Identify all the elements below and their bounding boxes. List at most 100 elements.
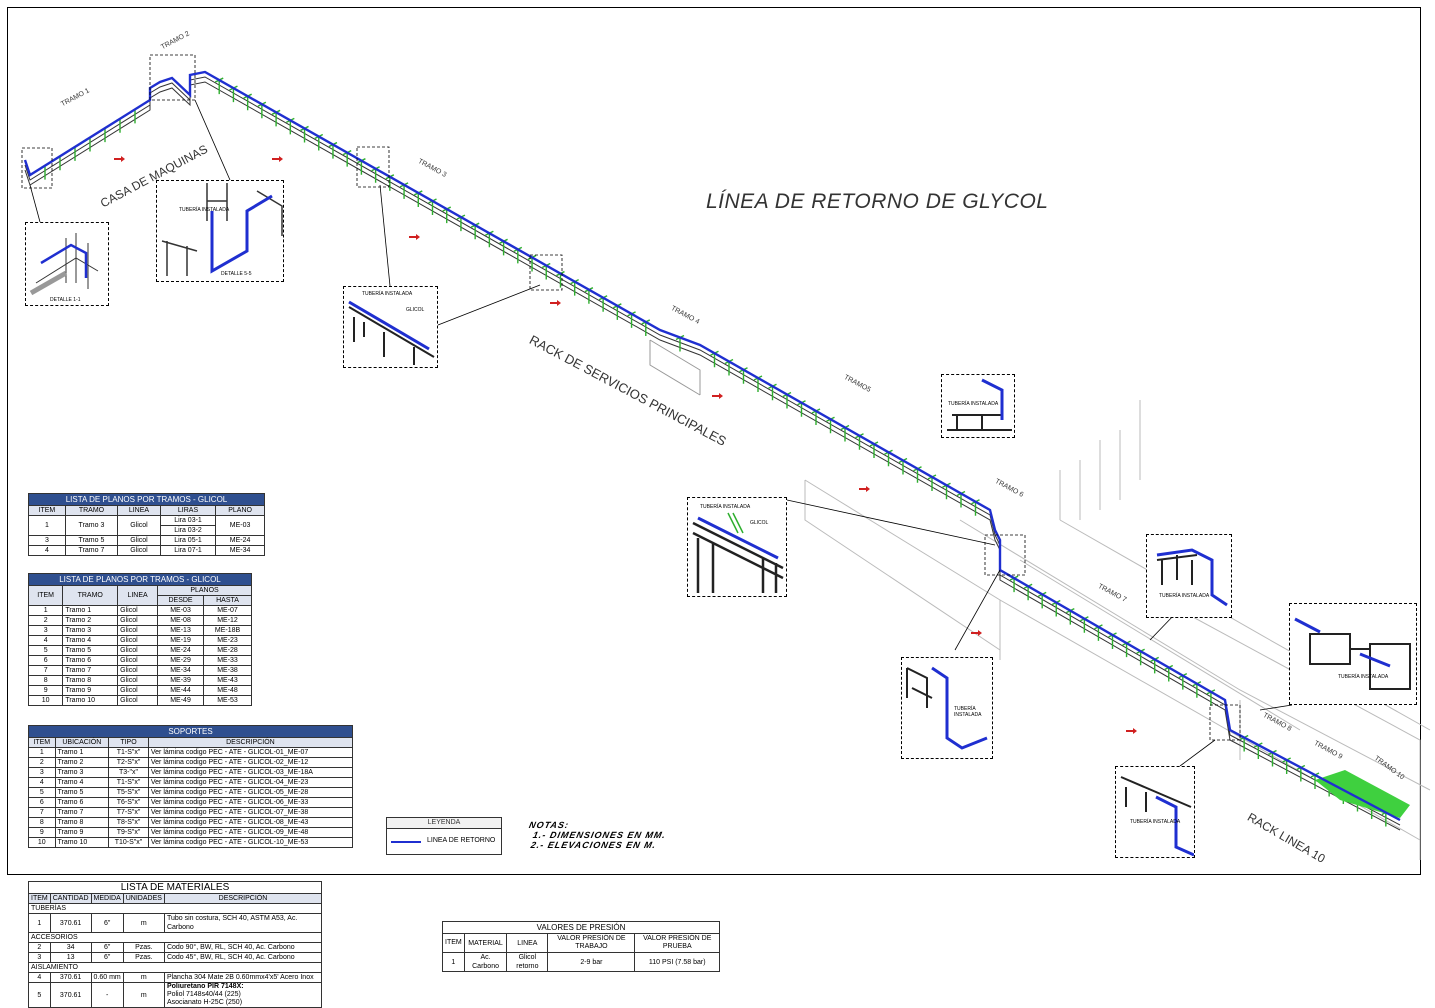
cell: Tramo 6 [54, 797, 110, 808]
cell: 6 [28, 797, 56, 808]
cell: ME-48 [203, 685, 252, 696]
section-row: ACCESORIOS [28, 932, 322, 943]
col-material: MATERIAL [463, 933, 508, 953]
col-planos: PLANOS [157, 585, 252, 596]
cell: Tramo 3 [54, 767, 110, 778]
cell: Tramo 7 [64, 545, 119, 556]
leader-line [379, 184, 391, 287]
legend-box: LEYENDA LINEA DE RETORNO [386, 817, 502, 855]
cell: T2-S"x" [108, 757, 149, 768]
cell: 9 [27, 685, 64, 696]
leader-line [954, 569, 1001, 651]
col-linea: LINEA [506, 933, 549, 953]
cell: Glicol [117, 645, 159, 656]
cell: 8 [28, 817, 56, 828]
cell: 3 [28, 952, 51, 963]
notes: NOTAS: 1.- DIMENSIONES EN MM. 2.- ELEVAC… [524, 820, 669, 850]
zoom-box [21, 147, 53, 189]
cell: 5 [28, 982, 51, 1008]
cell: T1-S"x" [108, 747, 149, 758]
col-desde: DESDE [157, 595, 205, 606]
cell: 1 [27, 605, 64, 616]
col-item: ITEM [28, 893, 51, 904]
detail-tramo-7b-tuberia: TUBERÍA INSTALADA [1159, 593, 1210, 599]
zoom-box [356, 146, 390, 188]
cell: Pzas. [122, 952, 165, 963]
cell: ME-49 [157, 695, 205, 706]
notes-title: NOTAS: [528, 820, 571, 830]
flow-arrow [971, 630, 982, 636]
cell: Tramo 3 [62, 625, 119, 636]
materiales-title: LISTA DE MATERIALES [28, 881, 322, 894]
cell: Glicol [117, 655, 159, 666]
cell: Glicol [117, 515, 161, 536]
detail-tramo-8: TUBERÍA INSTALADA [1115, 766, 1195, 858]
cell: Glicol [117, 695, 159, 706]
cell: ME-24 [157, 645, 205, 656]
detail-tramo-9: TUBERÍA INSTALADA [1289, 603, 1417, 705]
detail-tramo-3: TUBERÍA INSTALADA GLICOL [343, 286, 438, 368]
table-row: 1 Ac. Carbono Glicol retorno 2-9 bar 110… [442, 952, 720, 972]
cell: 2 [27, 615, 64, 626]
cell: Plancha 304 Mate 2B 0.60mmx4'x5' Acero I… [163, 972, 323, 983]
cell: Glicol [117, 605, 159, 616]
presion-title: VALORES DE PRESIÓN [442, 921, 720, 934]
cell: Ver lámina codigo PEC - ATE - GLICOL-08_… [147, 817, 354, 828]
detail-tramo-6: TUBERÍA INSTALADA GLICOL [687, 497, 787, 597]
cell: Glicol retorno [506, 952, 549, 972]
cell: 1 [28, 913, 51, 933]
flow-arrow [272, 156, 283, 162]
cell: 370.61 [49, 913, 92, 933]
col-tipo: TIPO [108, 737, 149, 748]
cell: Tramo 10 [62, 695, 119, 706]
col-plano: PLANO [215, 505, 265, 516]
cell: ME-18B [203, 625, 252, 636]
cell: 9 [28, 827, 56, 838]
col-item: ITEM [28, 737, 56, 748]
zoom-box [529, 254, 563, 291]
cell: 8 [27, 675, 64, 686]
cell: 10 [28, 837, 56, 848]
detail-1-1: DETALLE 1-1 [25, 222, 109, 306]
cell: T7-S"x" [108, 807, 149, 818]
cell: Lira 05-1 [159, 535, 217, 546]
cell: ME-34 [157, 665, 205, 676]
leader-line [437, 284, 541, 326]
detail-tramo-3-tuberia: TUBERÍA INSTALADA [362, 291, 413, 297]
cell: ME-12 [203, 615, 252, 626]
cell: Tramo 8 [62, 675, 119, 686]
detail-5-5-label: DETALLE 5-5 [221, 271, 252, 277]
col-item: ITEM [27, 585, 64, 606]
cell: Ver lámina codigo PEC - ATE - GLICOL-09_… [147, 827, 354, 838]
detail-tramo-9-tuberia: TUBERÍA INSTALADA [1338, 674, 1389, 680]
cell: 110 PSI (7.58 bar) [634, 952, 720, 972]
section-row: TUBERÍAS [28, 903, 322, 914]
cell: 7 [28, 807, 56, 818]
cell: Tramo 4 [62, 635, 119, 646]
cell: 4 [28, 545, 66, 556]
cell: 3 [28, 767, 56, 778]
cell: Ver lámina codigo PEC - ATE - GLICOL-01_… [147, 747, 354, 758]
section-row: AISLAMIENTO [28, 962, 322, 973]
materiales-table: LISTA DE MATERIALES ITEM CANTIDAD MEDIDA… [28, 881, 323, 1008]
cell: ME-38 [203, 665, 252, 676]
table-row: 1 Tramo 3 Glicol Lira 03-1 ME-03 [28, 515, 265, 536]
cell: T8-S"x" [108, 817, 149, 828]
cell: Tramo 2 [62, 615, 119, 626]
col-hasta: HASTA [203, 595, 252, 606]
legend-title: LEYENDA [387, 818, 501, 829]
cell: Lira 03-2 [159, 525, 217, 536]
cell: T1-S"x" [108, 777, 149, 788]
detail-tramo-6-glicol: GLICOL [750, 520, 769, 526]
cell: ME-34 [215, 545, 265, 556]
detail-1-1-sketch [29, 233, 99, 296]
